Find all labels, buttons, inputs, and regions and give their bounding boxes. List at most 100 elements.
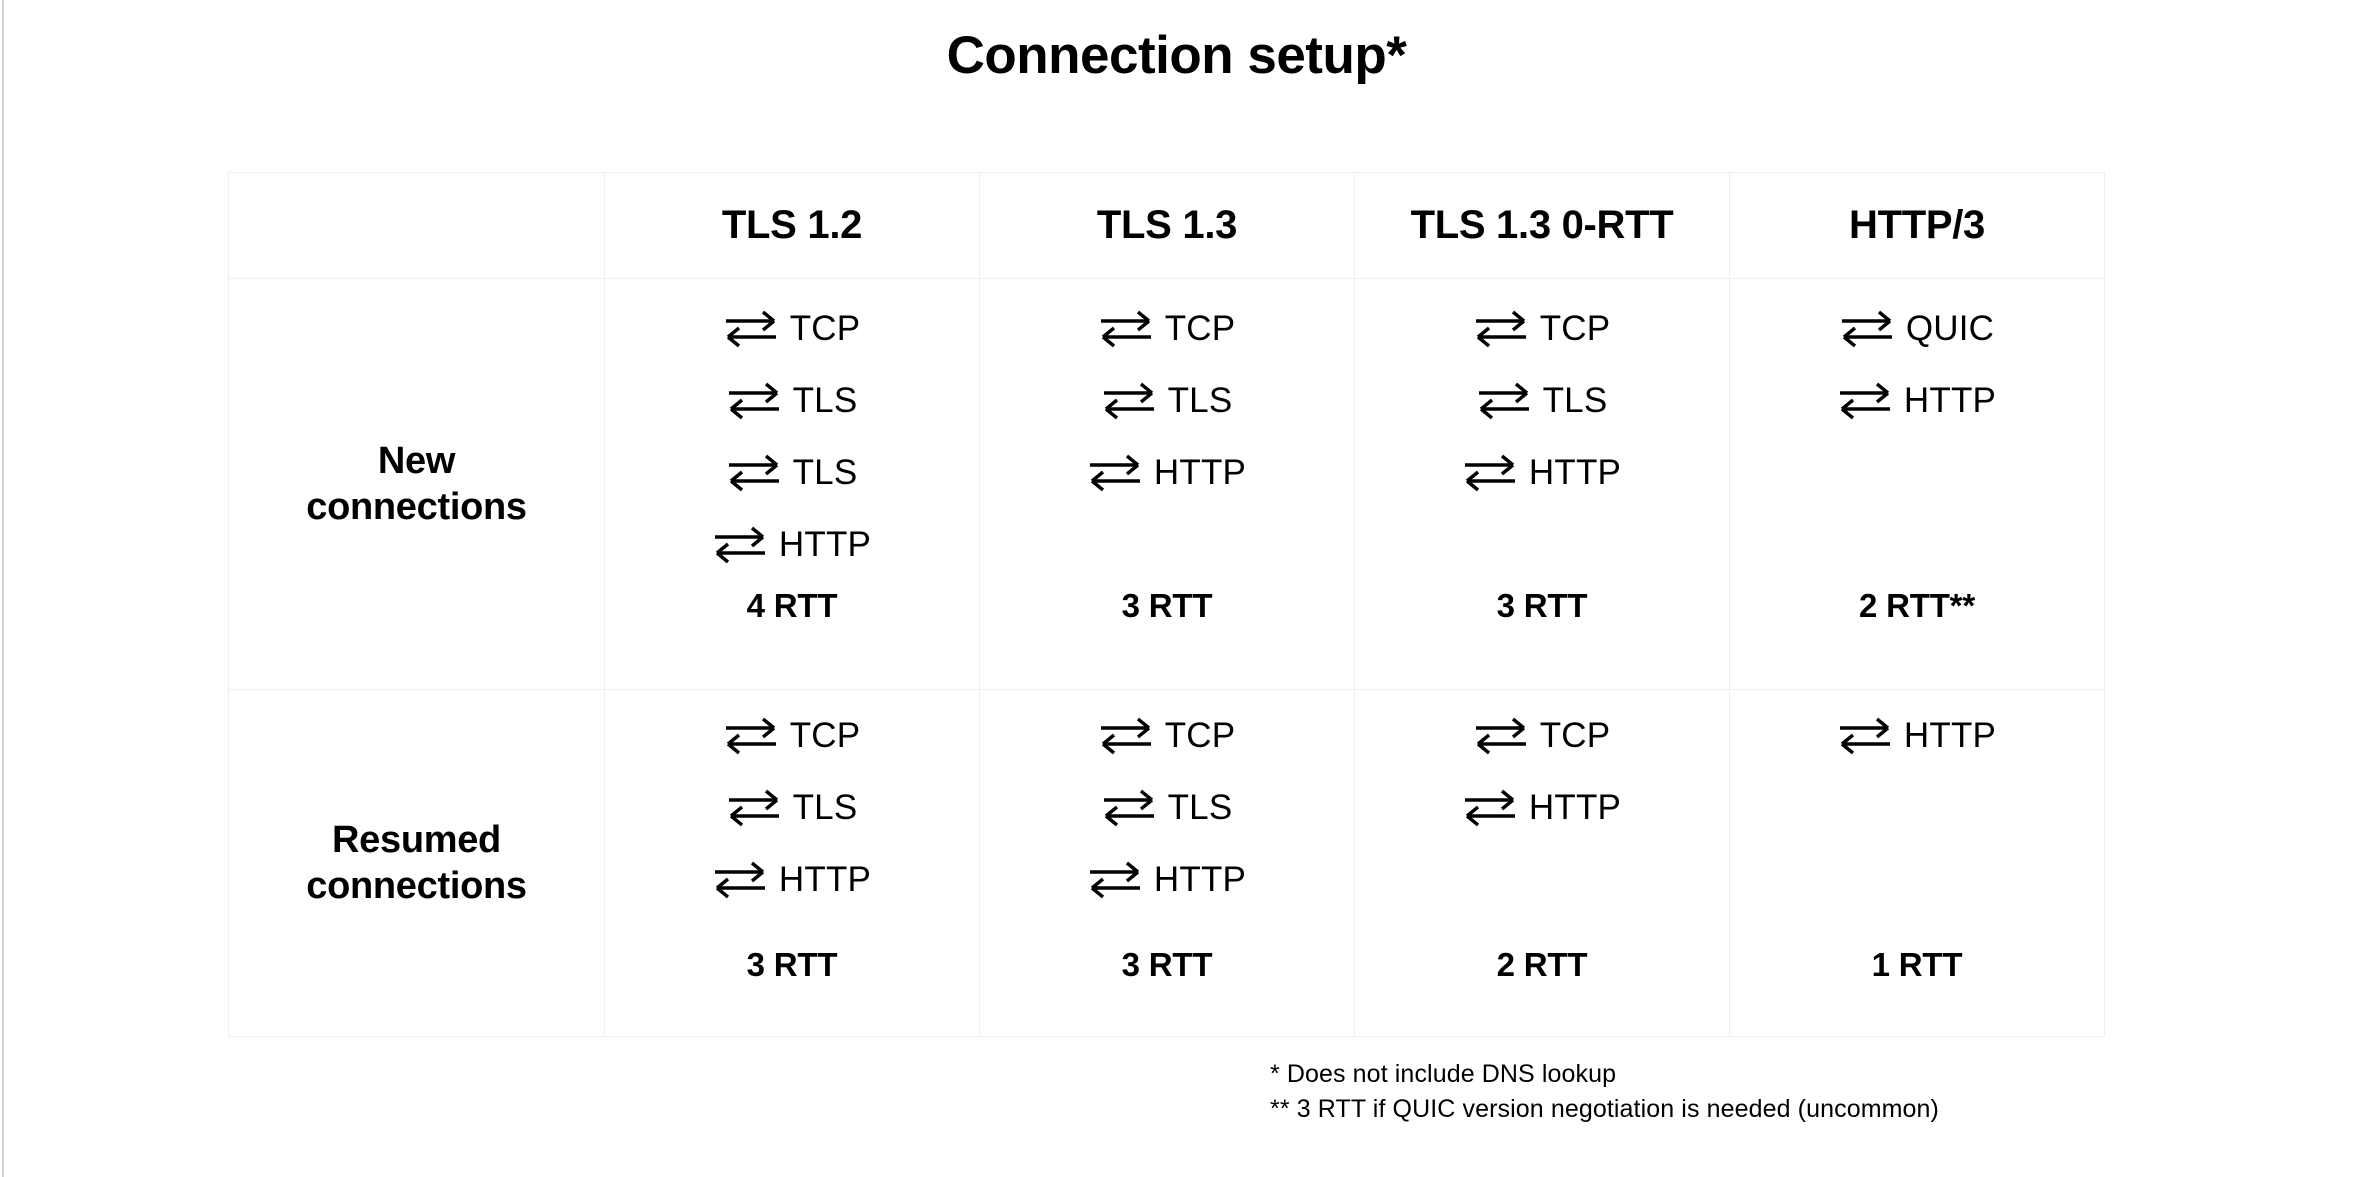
- handshake-step: HTTP: [1463, 449, 1621, 497]
- rtt-total: 2 RTT**: [1859, 587, 1975, 624]
- bidirectional-arrow-icon: [724, 309, 778, 349]
- cell-content-stack: QUIC HTTP 2 RTT**: [1730, 279, 2104, 689]
- footnotes: * Does not include DNS lookup** 3 RTT if…: [1270, 1057, 1939, 1126]
- cell-new-tls-1-3-0-rtt: TCP TLS HTTP 3 RTT: [1354, 278, 1730, 690]
- handshake-step: TCP: [1474, 712, 1611, 760]
- handshake-step: TLS: [727, 377, 858, 425]
- handshake-step-label: TLS: [792, 788, 858, 827]
- bidirectional-arrow-icon: [1838, 716, 1892, 756]
- handshake-step: TLS: [1477, 377, 1608, 425]
- handshake-step-label: TCP: [1164, 716, 1236, 755]
- handshake-step: TCP: [1474, 305, 1611, 353]
- cell-new-http-3: QUIC HTTP 2 RTT**: [1729, 278, 2105, 690]
- bidirectional-arrow-icon: [713, 525, 767, 565]
- handshake-step-label: HTTP: [1528, 453, 1622, 492]
- cell-content-stack: HTTP 1 RTT: [1730, 690, 2104, 1036]
- handshake-step: HTTP: [713, 856, 871, 904]
- handshake-step-label: TLS: [792, 381, 858, 420]
- bidirectional-arrow-icon: [724, 716, 778, 756]
- cell-resumed-http-3: HTTP 1 RTT: [1729, 689, 2105, 1037]
- handshake-step-label: TLS: [792, 453, 858, 492]
- handshake-step-label: TCP: [1539, 309, 1611, 348]
- bidirectional-arrow-icon: [1463, 453, 1517, 493]
- cell-content-stack: TCP TLS HTTP 3 RTT: [980, 279, 1354, 689]
- bidirectional-arrow-icon: [1474, 716, 1528, 756]
- rtt-total: 3 RTT: [746, 946, 838, 983]
- rtt-total: 2 RTT: [1496, 946, 1588, 983]
- handshake-step-label: HTTP: [778, 525, 872, 564]
- column-header-tls-1-3-0-rtt: TLS 1.3 0-RTT: [1354, 172, 1730, 279]
- handshake-step-label: TCP: [789, 309, 861, 348]
- handshake-step-list: TCP TLS TLS HTTP: [713, 305, 871, 569]
- bidirectional-arrow-icon: [1838, 381, 1892, 421]
- bidirectional-arrow-icon: [1463, 788, 1517, 828]
- handshake-step: HTTP: [713, 521, 871, 569]
- slide-left-edge-rule: [2, 0, 4, 1177]
- handshake-step-label: TCP: [1164, 309, 1236, 348]
- handshake-step-list: TCP TLS HTTP: [1088, 305, 1246, 497]
- handshake-step: TLS: [727, 449, 858, 497]
- cell-content-stack: TCP HTTP 2 RTT: [1355, 690, 1729, 1036]
- column-header-tls-1-2: TLS 1.2: [604, 172, 980, 279]
- bidirectional-arrow-icon: [1102, 788, 1156, 828]
- cell-resumed-tls-1-2: TCP TLS HTTP 3 RTT: [604, 689, 980, 1037]
- page-title: Connection setup*: [946, 26, 1407, 85]
- handshake-step-list: TCP TLS HTTP: [1463, 305, 1621, 497]
- rtt-total: 3 RTT: [1496, 587, 1588, 624]
- handshake-step-list: TCP TLS HTTP: [713, 712, 871, 904]
- rtt-total: 3 RTT: [1121, 946, 1213, 983]
- column-header-tls-1-3: TLS 1.3: [979, 172, 1355, 279]
- bidirectional-arrow-icon: [1477, 381, 1531, 421]
- bidirectional-arrow-icon: [1474, 309, 1528, 349]
- bidirectional-arrow-icon: [727, 381, 781, 421]
- rtt-total: 3 RTT: [1121, 587, 1213, 624]
- handshake-step-label: HTTP: [1903, 381, 1997, 420]
- handshake-step-label: HTTP: [1153, 860, 1247, 899]
- handshake-step-label: HTTP: [1528, 788, 1622, 827]
- cell-content-stack: TCP TLS HTTP 3 RTT: [605, 690, 979, 1036]
- handshake-step: HTTP: [1088, 449, 1246, 497]
- handshake-step-label: TLS: [1167, 788, 1233, 827]
- row-label-line-2: connections: [306, 486, 527, 528]
- handshake-step-label: TLS: [1167, 381, 1233, 420]
- handshake-step-label: TCP: [1539, 716, 1611, 755]
- bidirectional-arrow-icon: [713, 860, 767, 900]
- cell-resumed-tls-1-3-0-rtt: TCP HTTP 2 RTT: [1354, 689, 1730, 1037]
- bidirectional-arrow-icon: [1088, 453, 1142, 493]
- handshake-step: HTTP: [1838, 712, 1996, 760]
- bidirectional-arrow-icon: [1099, 716, 1153, 756]
- handshake-step-list: TCP TLS HTTP: [1088, 712, 1246, 904]
- column-header-http-3: HTTP/3: [1729, 172, 2105, 279]
- handshake-step-label: TCP: [789, 716, 861, 755]
- handshake-step: TCP: [1099, 712, 1236, 760]
- handshake-step: TLS: [727, 784, 858, 832]
- bidirectional-arrow-icon: [727, 453, 781, 493]
- bidirectional-arrow-icon: [1840, 309, 1894, 349]
- handshake-step-label: HTTP: [1153, 453, 1247, 492]
- handshake-step: HTTP: [1838, 377, 1996, 425]
- row-label-line-1: New: [377, 439, 456, 482]
- handshake-step: TCP: [724, 712, 861, 760]
- handshake-step: TCP: [1099, 305, 1236, 353]
- handshake-step-label: HTTP: [1903, 716, 1997, 755]
- handshake-step-label: HTTP: [778, 860, 872, 899]
- handshake-step: TLS: [1102, 784, 1233, 832]
- cell-new-tls-1-3: TCP TLS HTTP 3 RTT: [979, 278, 1355, 690]
- handshake-step: QUIC: [1840, 305, 1994, 353]
- row-label-line-2: connections: [306, 865, 527, 907]
- cell-content-stack: TCP TLS HTTP 3 RTT: [1355, 279, 1729, 689]
- handshake-step: HTTP: [1463, 784, 1621, 832]
- cell-content-stack: TCP TLS HTTP 3 RTT: [980, 690, 1354, 1036]
- rtt-total: 1 RTT: [1871, 946, 1963, 983]
- handshake-step-label: TLS: [1542, 381, 1608, 420]
- row-label-line-1: Resumed: [332, 818, 501, 861]
- bidirectional-arrow-icon: [727, 788, 781, 828]
- bidirectional-arrow-icon: [1088, 860, 1142, 900]
